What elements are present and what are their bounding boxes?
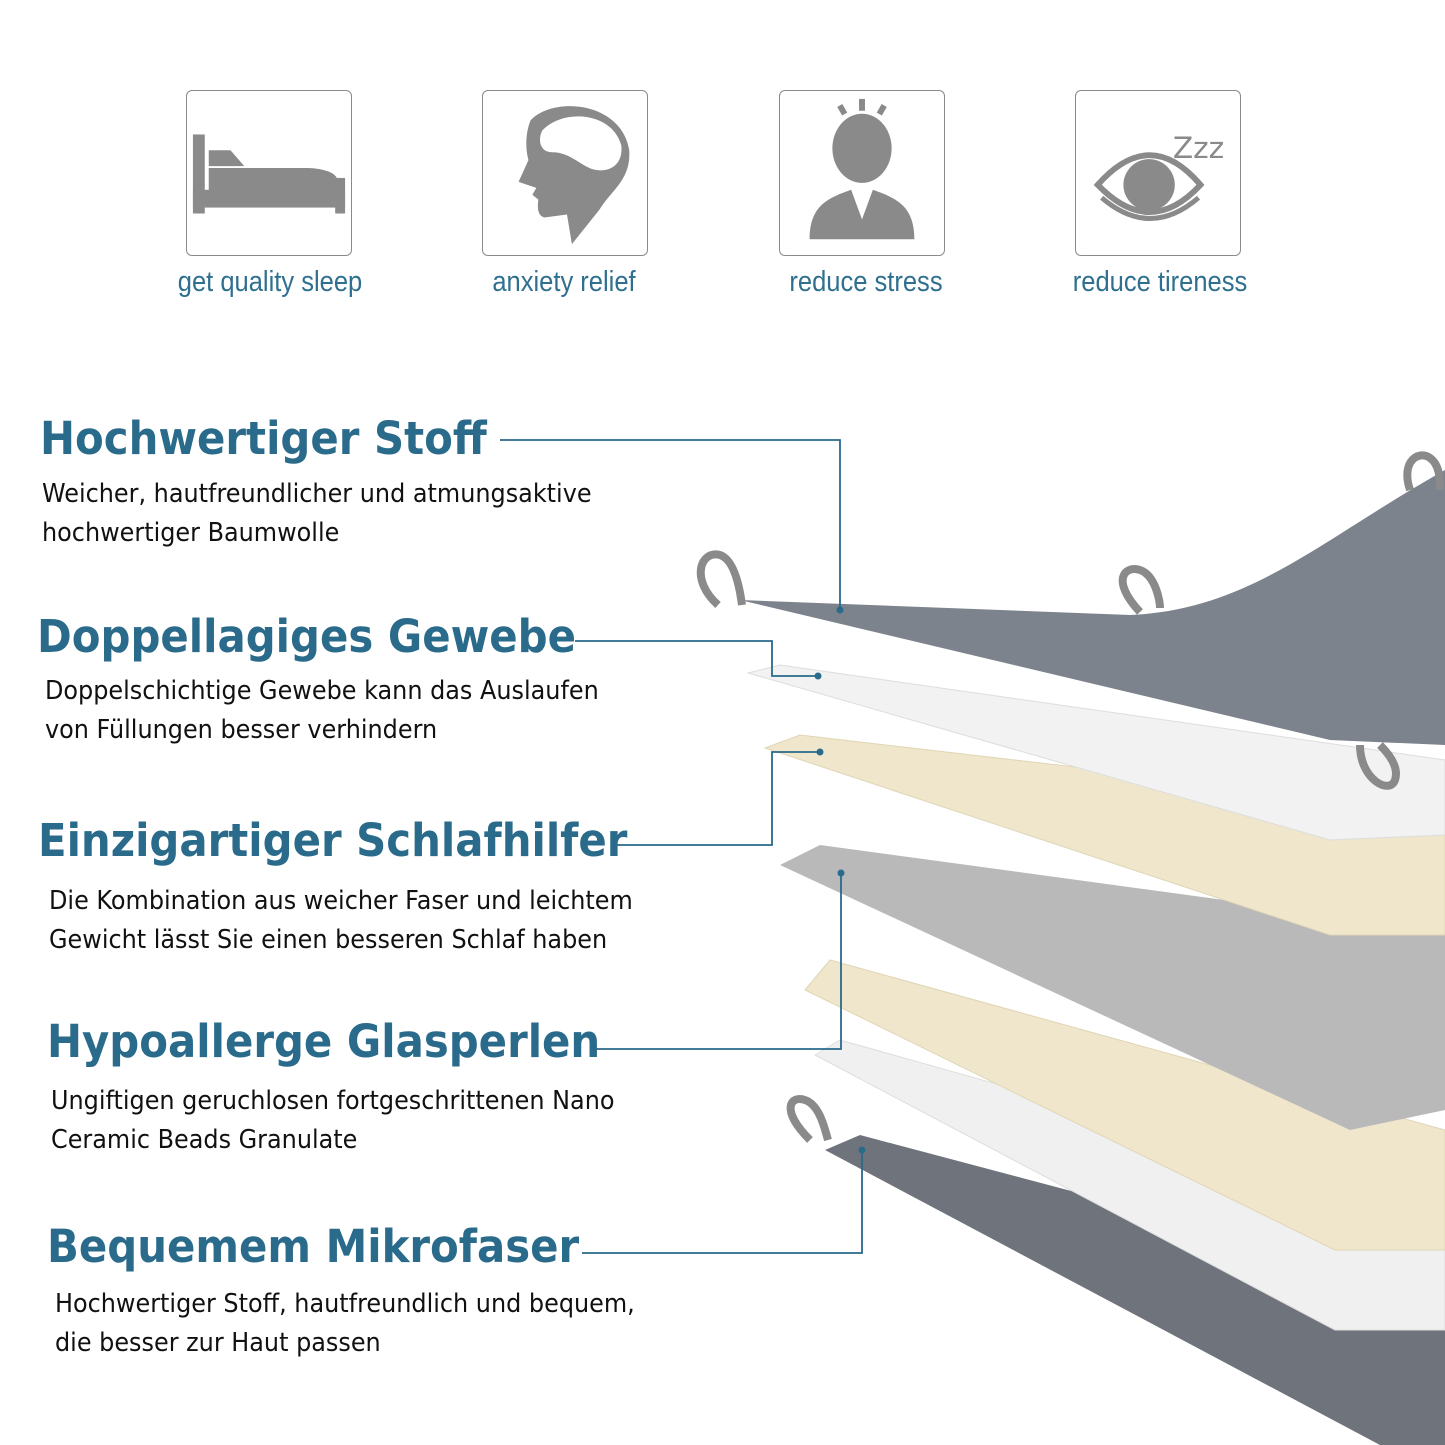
layer-title: Bequemem Mikrofaser [47,1220,580,1273]
layer-text: die besser zur Haut passen [55,1328,381,1358]
layer-text: Gewicht lässt Sie einen besseren Schlaf … [49,925,608,955]
bed-icon [192,134,346,214]
layer-text: Weicher, hautfreundlicher und atmungsakt… [42,479,592,509]
head-brain-icon [518,106,630,245]
benefit-box-stress [779,90,945,256]
benefit-label: get quality sleep [177,266,363,298]
layer-title: Hochwertiger Stoff [40,412,487,465]
benefit-box-anxiety [482,90,648,256]
bottom-microfiber-layer [825,1135,1445,1445]
layer-text: Doppelschichtige Gewebe kann das Auslauf… [45,676,599,706]
benefit-label: reduce stress [789,266,943,298]
layer-text: von Füllungen besser verhindern [45,715,438,745]
top-fabric-layer [740,470,1445,745]
blanket-loops [696,451,1444,1143]
layer-title: Hypoallerge Glasperlen [47,1015,601,1068]
callout-dots [814,606,866,1154]
layer-text: Ceramic Beads Granulate [51,1125,358,1155]
sleepy-eye-icon: Zzz [1093,130,1224,221]
bottom-cream-layer [804,959,1445,1251]
top-white-layer [746,664,1445,841]
bottom-white-layer [813,1039,1445,1331]
layer-text: hochwertiger Baumwolle [42,518,340,548]
layer-text: Ungiftigen geruchlosen fortgeschrittenen… [51,1086,615,1116]
top-cream-layer [763,734,1445,936]
svg-text:Zzz: Zzz [1173,130,1224,165]
stressed-person-icon [809,98,915,240]
benefit-box-sleep [186,90,352,256]
benefit-label: reduce tireness [1072,266,1248,298]
layer-text: Die Kombination aus weicher Faser und le… [49,886,633,916]
callout-lines [500,439,863,1254]
layer-title: Doppellagiges Gewebe [37,610,576,663]
benefit-label: anxiety relief [492,266,636,298]
layer-text: Hochwertiger Stoff, hautfreundlich und b… [55,1289,635,1319]
benefit-box-tireness: Zzz [1075,90,1241,256]
layer-title: Einzigartiger Schlafhilfer [38,814,628,867]
